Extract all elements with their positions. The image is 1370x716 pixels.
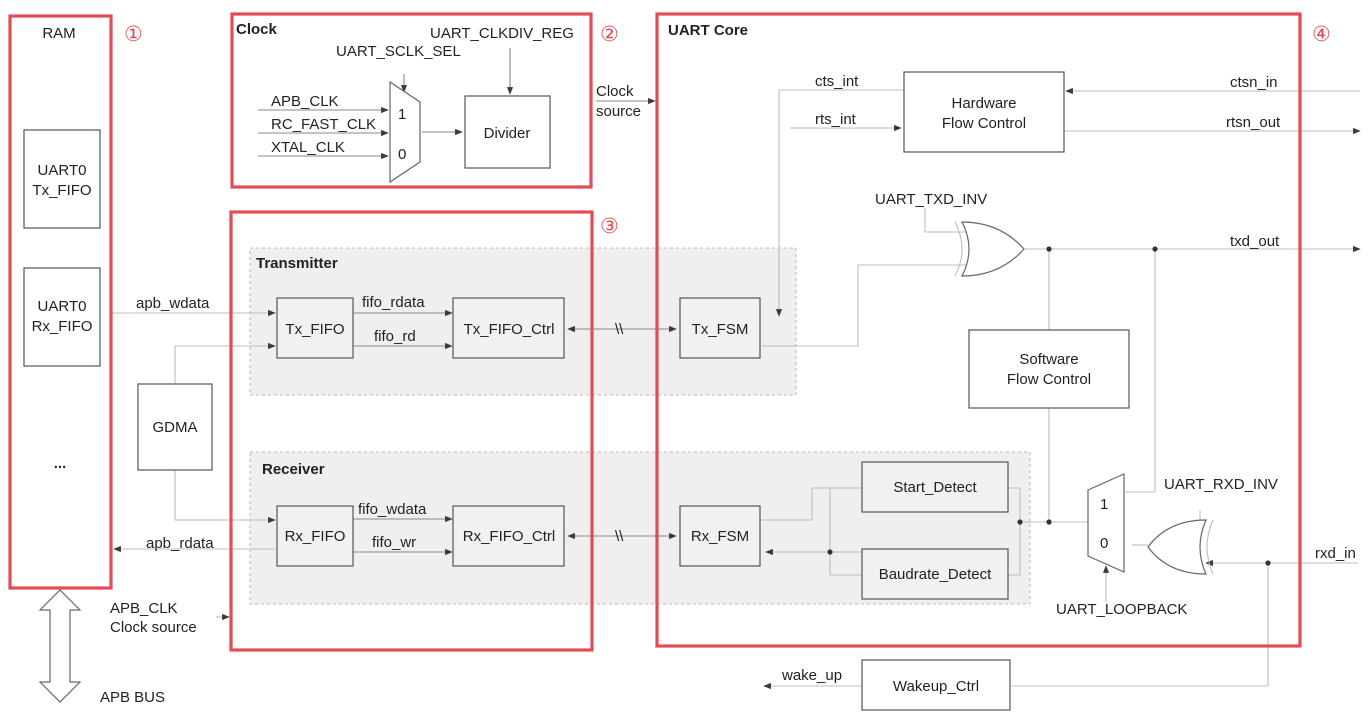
rx-fsm-box (679, 505, 761, 567)
txd-xor-gate (961, 221, 1025, 277)
clock-input-apb-clk: APB_CLK (271, 93, 339, 110)
rx-break-mark: \\ (615, 528, 624, 545)
start-detect-label: Start_Detect (893, 479, 977, 496)
sclk-sel-label: UART_SCLK_SEL (336, 43, 461, 60)
clock-title: Clock (236, 21, 278, 38)
clock-mux-in0: 0 (398, 146, 406, 163)
rxd-inv-label: UART_RXD_INV (1164, 476, 1278, 493)
fifo-rdata-label: fifo_rdata (362, 294, 425, 311)
gdma-box (137, 383, 213, 471)
uart-core-title: UART Core (668, 22, 748, 39)
apb-bus-arrow (38, 589, 82, 703)
ram-title: RAM (42, 25, 75, 42)
clock-source-line2: source (596, 103, 641, 120)
hw-flow-control-box (903, 71, 1065, 153)
clock-mux (389, 80, 421, 184)
wakeup-ctrl-label: Wakeup_Ctrl (893, 678, 979, 695)
region-number-3: ③ (600, 215, 619, 238)
transmitter-title: Transmitter (256, 255, 338, 272)
tx-fifo-label: Tx_FIFO (285, 321, 344, 338)
gdma-label: GDMA (153, 419, 198, 436)
rxd-in-label: rxd_in (1315, 545, 1356, 562)
region-number-2: ② (600, 23, 619, 46)
rtsn-out-label: rtsn_out (1226, 114, 1281, 131)
receiver-title: Receiver (262, 461, 325, 478)
region-number-4: ④ (1312, 23, 1331, 46)
loopback-label: UART_LOOPBACK (1056, 601, 1187, 618)
ram-rx-fifo-line1: UART0 (38, 298, 87, 315)
clkdiv-reg-label: UART_CLKDIV_REG (430, 25, 574, 42)
rxd-xor-gate (1147, 519, 1207, 575)
fifo-rd-label: fifo_rd (374, 328, 416, 345)
tx-fifo-ctrl-label: Tx_FIFO_Ctrl (464, 321, 555, 338)
divider-label: Divider (484, 125, 531, 142)
apb-wdata-label: apb_wdata (136, 295, 210, 312)
ram-tx-fifo-line2: Tx_FIFO (32, 182, 91, 199)
apb-rdata-label: apb_rdata (146, 535, 214, 552)
loopback-mux-in0: 0 (1100, 535, 1108, 552)
rx-fifo-ctrl-label: Rx_FIFO_Ctrl (463, 528, 556, 545)
sw-flow-line2: Flow Control (1007, 371, 1091, 388)
wires (112, 48, 1361, 690)
hw-flow-line2: Flow Control (942, 115, 1026, 132)
start-detect-box (861, 461, 1009, 513)
ram-rx-fifo-box (23, 267, 101, 367)
ram-tx-fifo-box (23, 129, 101, 229)
fifo-wdata-label: fifo_wdata (358, 501, 427, 518)
ram-tx-fifo-line1: UART0 (38, 162, 87, 179)
ram-more: ... (54, 455, 67, 472)
region-uart-core (655, 12, 1302, 648)
sw-flow-control-box (968, 329, 1130, 409)
ctsn-in-label: ctsn_in (1230, 74, 1278, 91)
loopback-mux-in1: 1 (1100, 496, 1108, 513)
apb-clk-label: APB_CLK (110, 600, 178, 617)
tx-fsm-box (679, 297, 761, 359)
region-clock (230, 12, 593, 189)
apb-bus-label: APB BUS (100, 689, 165, 706)
wakeup-ctrl-box (861, 659, 1011, 711)
hw-flow-line1: Hardware (951, 95, 1016, 112)
clock-source-line1: Clock (596, 83, 634, 100)
txd-out-label: txd_out (1230, 233, 1280, 250)
loopback-mux (1087, 473, 1125, 573)
rx-fifo-label: Rx_FIFO (285, 528, 346, 545)
sw-flow-line1: Software (1019, 351, 1078, 368)
baudrate-detect-label: Baudrate_Detect (879, 566, 992, 583)
region-ram (8, 14, 113, 590)
ram-rx-fifo-line2: Rx_FIFO (32, 318, 93, 335)
tx-fsm-label: Tx_FSM (692, 321, 749, 338)
baudrate-detect-box (861, 548, 1009, 600)
cts-int-label: cts_int (815, 73, 859, 90)
rx-fifo-ctrl-box (452, 505, 565, 567)
clock-input-rc-fast-clk: RC_FAST_CLK (271, 116, 376, 133)
divider-box (464, 95, 551, 169)
fifo-wr-label: fifo_wr (372, 534, 416, 551)
clock-mux-in1: 1 (398, 106, 406, 123)
tx-break-mark: \\ (615, 321, 624, 338)
rx-fifo-box (276, 505, 354, 567)
tx-fifo-box (276, 297, 354, 359)
clock-input-xtal-clk: XTAL_CLK (271, 139, 345, 156)
wake-up-label: wake_up (781, 667, 842, 684)
tx-fifo-ctrl-box (452, 297, 565, 359)
txd-inv-label: UART_TXD_INV (875, 191, 987, 208)
region-number-1: ① (124, 23, 143, 46)
region-fifo (229, 210, 594, 652)
apb-clock-source-label: Clock source (110, 619, 197, 636)
rts-int-label: rts_int (815, 111, 857, 128)
rx-fsm-label: Rx_FSM (691, 528, 749, 545)
